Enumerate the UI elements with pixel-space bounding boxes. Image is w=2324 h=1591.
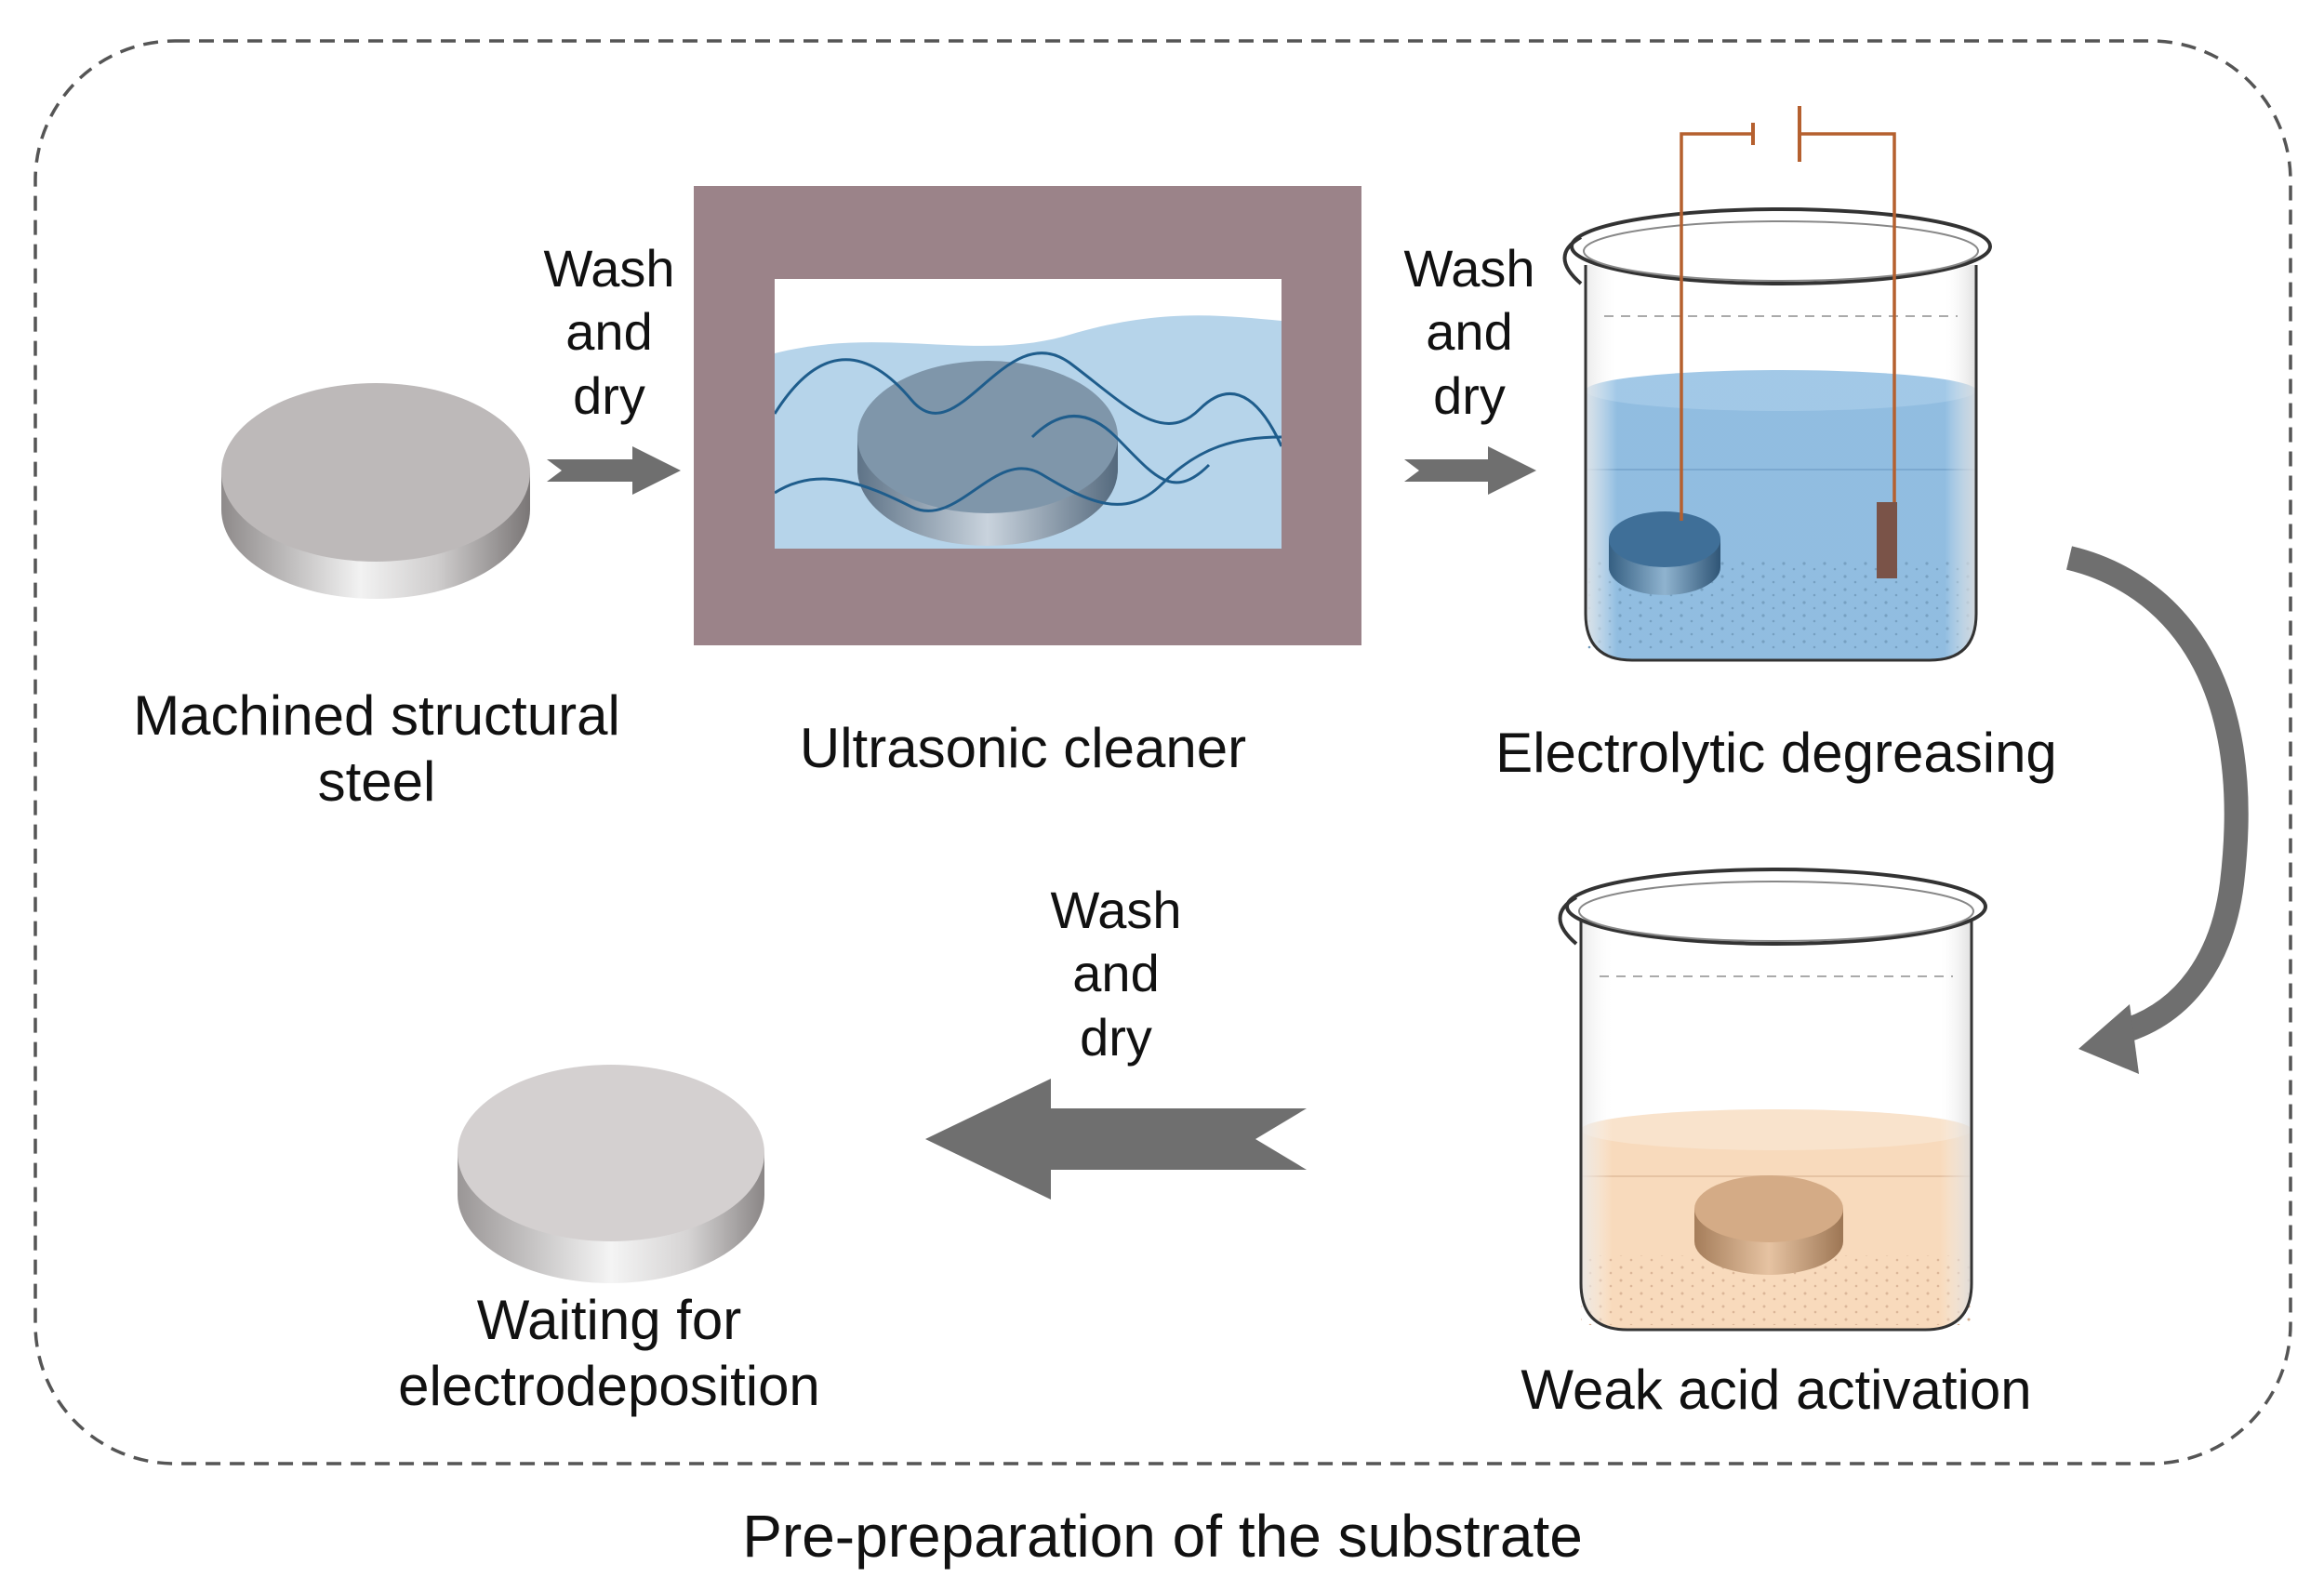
diagram-caption: Pre-preparation of the substrate [558,1502,1767,1572]
label-ultrasonic-line1: Ultrasonic cleaner [799,717,1247,779]
wash3-line1: Wash [1050,881,1182,939]
label-waiting-electrodeposition: Waiting for electrodeposition [335,1288,883,1420]
label-waiting-line1: Waiting for [476,1289,742,1351]
curved-arrow-down [2065,546,2249,1074]
label-wash-and-dry-2: Wash and dry [1376,237,1562,428]
weak-acid-beaker [1558,868,1987,1332]
label-electrolytic-degreasing: Electrolytic degreasing [1432,721,2120,787]
electrolytic-beaker [1562,106,1992,662]
ultrasonic-cleaner [694,186,1361,645]
caption-text: Pre-preparation of the substrate [742,1503,1583,1570]
label-wash-and-dry-1: Wash and dry [516,237,702,428]
label-weak-acid-activation: Weak acid activation [1451,1358,2102,1424]
arrow-to-waiting [925,1079,1307,1200]
steel-disk-top-left [221,383,530,599]
wash1-line3: dry [573,365,645,425]
wash2-line1: Wash [1403,239,1535,298]
wash2-line3: dry [1433,365,1506,425]
wash1-line1: Wash [543,239,675,298]
dashed-border [33,39,2292,1465]
wash1-line2: and [565,302,653,362]
arrow-to-ultrasonic [547,446,681,495]
label-machined-steel: Machined structural steel [93,683,660,815]
wash3-line3: dry [1080,1007,1152,1067]
label-machined-line2: steel [317,749,436,813]
wash2-line2: and [1426,302,1513,362]
label-weak-acid-line1: Weak acid activation [1521,1359,2032,1421]
label-ultrasonic-cleaner: Ultrasonic cleaner [725,716,1321,782]
label-waiting-line2: electrodeposition [398,1354,820,1417]
wash3-line2: and [1072,944,1160,1003]
label-electrolytic-line1: Electrolytic degreasing [1495,722,2057,784]
label-wash-and-dry-3: Wash and dry [1023,879,1209,1069]
steel-disk-waiting [458,1065,764,1283]
label-machined-line1: Machined structural [133,684,620,747]
arrow-to-electrolytic [1404,446,1536,495]
